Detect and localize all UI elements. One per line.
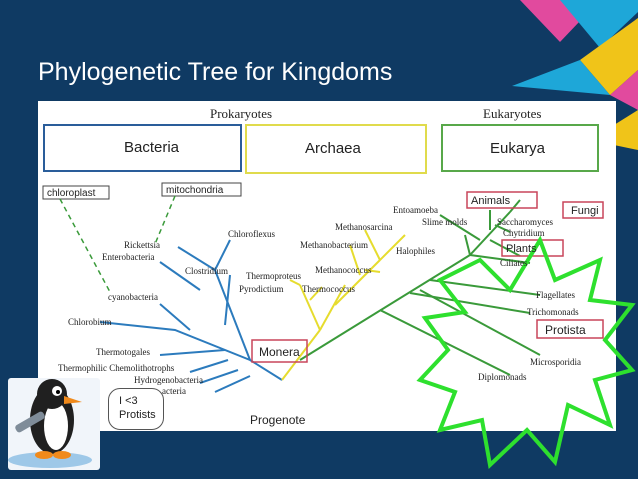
- aquifex-label: acteria: [162, 386, 186, 396]
- star-burst: [416, 235, 636, 470]
- prokaryotes-label: Prokaryotes: [210, 106, 272, 121]
- animals-box: [466, 191, 538, 209]
- entoamoeba-label: Entoamoeba: [393, 205, 438, 215]
- progenote-label: Progenote: [250, 413, 306, 427]
- archaea-branches: [281, 229, 406, 381]
- enterobacteria-label: Enterobacteria: [102, 252, 154, 262]
- chytridium-label: Chytridium: [503, 228, 545, 238]
- eukarya-label: Eukarya: [490, 140, 546, 157]
- diplomonads-label: Diplomonads: [478, 372, 527, 382]
- slime-molds-label: Slime molds: [422, 217, 468, 227]
- hydrogenobacteria-label: Hydrogenobacteria: [134, 375, 203, 385]
- archaea-box: [245, 124, 427, 174]
- archaea-label: Archaea: [305, 140, 362, 157]
- thermococcus-label: Thermococcus: [302, 284, 355, 294]
- halophiles-label: Halophiles: [396, 246, 435, 256]
- monera-label: Monera: [259, 345, 300, 359]
- bacteria-branches: [99, 239, 283, 393]
- mitochondria-box: [161, 182, 242, 197]
- flagellates-label: Flagellates: [536, 290, 575, 300]
- speech-line-1: I <3: [119, 395, 138, 407]
- bacteria-box: [43, 124, 242, 172]
- penguin-mascot: [8, 378, 100, 470]
- thermophilic-label: Thermophilic Chemolithotrophs: [58, 363, 175, 373]
- eukaryotes-label: Eukaryotes: [483, 106, 541, 121]
- chloroflexus-label: Chloroflexus: [228, 229, 275, 239]
- ciliates-label: Ciliates: [500, 258, 528, 268]
- microsporidia-label: Microsporidia: [530, 357, 581, 367]
- animals-label: Animals: [471, 195, 511, 207]
- methanosarcina-label: Methanosarcina: [335, 222, 392, 232]
- diagram-text: Prokaryotes Eukaryotes Bacteria Archaea …: [47, 106, 599, 427]
- plants-label: Plants: [506, 243, 537, 255]
- corner-decoration: [512, 0, 638, 150]
- chlorobium-label: Chlorobium: [68, 317, 112, 327]
- speech-bubble: I <3 Protists: [108, 388, 164, 430]
- clostridium-label: Clostridium: [185, 266, 228, 276]
- mitochondria-label: mitochondria: [166, 185, 224, 196]
- saccharomyces-label: Saccharomyces: [497, 217, 553, 227]
- protista-box: [536, 319, 604, 339]
- slide-title: Phylogenetic Tree for Kingdoms: [38, 58, 393, 86]
- cyanobacteria-label: cyanobacteria: [108, 292, 158, 302]
- methanobacterium-label: Methanobacterium: [300, 240, 368, 250]
- eukarya-branches: [299, 199, 541, 376]
- thermotogales-label: Thermotogales: [96, 347, 150, 357]
- bacteria-label: Bacteria: [124, 139, 180, 156]
- chloroplast-box: [42, 185, 110, 200]
- pyrodictium-label: Pyrodictium: [239, 284, 284, 294]
- speech-line-2: Protists: [119, 409, 156, 421]
- thermoproteus-label: Thermoproteus: [246, 271, 301, 281]
- penguin-beak-icon: [64, 396, 82, 404]
- rickettsia-label: Rickettsia: [124, 240, 160, 250]
- fungi-box: [562, 201, 604, 219]
- methanococcus-label: Methanococcus: [315, 265, 372, 275]
- eukarya-box: [441, 124, 599, 172]
- chloroplast-label: chloroplast: [47, 188, 96, 199]
- wrench-icon: [15, 411, 45, 433]
- mascot-ice: [8, 452, 92, 468]
- protista-label: Protista: [545, 323, 586, 337]
- monera-box: [251, 339, 308, 363]
- fungi-label: Fungi: [571, 205, 599, 217]
- penguin-head-icon: [37, 379, 67, 409]
- diagram-panel: [38, 101, 616, 431]
- trichomonads-label: Trichomonads: [527, 307, 579, 317]
